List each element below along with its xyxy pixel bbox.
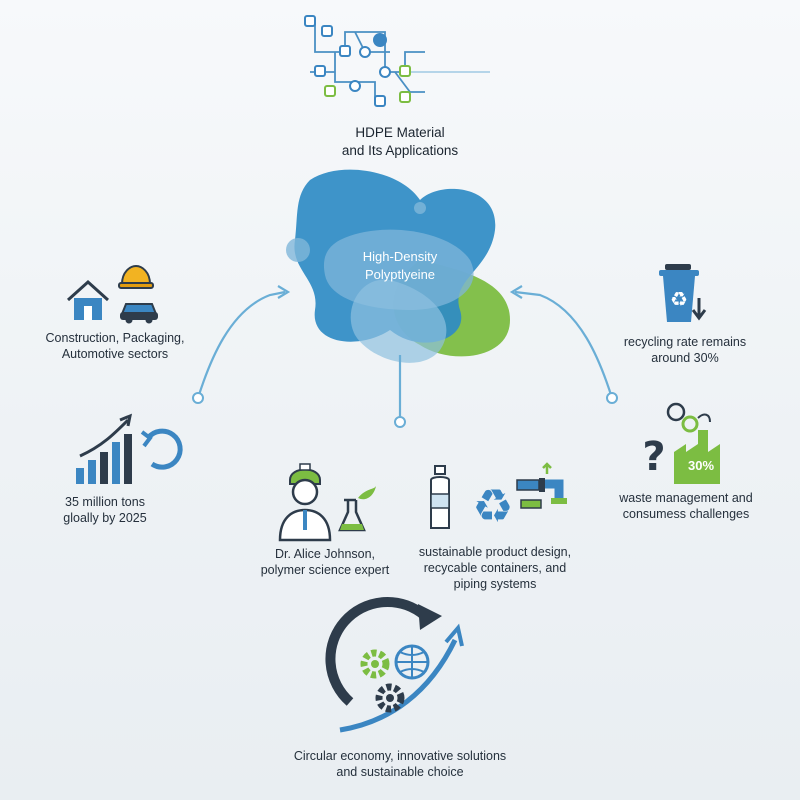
waste-label: waste management and consumess challenge…: [596, 490, 776, 522]
design-line-2: recycable containers, and: [423, 561, 567, 575]
waste-line-1: waste management and: [619, 491, 753, 505]
arrow-head-right: [509, 285, 523, 299]
design-line-3: piping systems: [453, 577, 537, 591]
connector-dot-center: [394, 416, 406, 428]
house-icon: [66, 279, 110, 320]
sectors-label: Construction, Packaging, Automotive sect…: [30, 330, 200, 362]
page-title: HDPE Material and Its Applications: [300, 124, 500, 160]
svg-text:♻: ♻: [472, 479, 513, 533]
center-blob: [286, 169, 510, 363]
growth-line-1: 35 million tons: [65, 495, 145, 509]
growth-label: 35 million tons gloally by 2025: [30, 494, 180, 526]
design-line-1: sustainable product design,: [418, 545, 572, 559]
growth-line-2: gloally by 2025: [63, 511, 147, 525]
waste-line-2: consumess challenges: [622, 507, 750, 521]
recycling-line-2: around 30%: [651, 351, 719, 365]
expert-line-1: Dr. Alice Johnson,: [274, 547, 376, 561]
bottle-icon: [430, 465, 450, 529]
recycling-line-1: recycling rate remains: [623, 335, 747, 349]
center-line-2: Polyptlyeine: [364, 267, 436, 282]
title-line-2: and Its Applications: [341, 143, 459, 158]
sectors-line-2: Automotive sectors: [61, 347, 169, 361]
recycle-icon: ♻: [472, 479, 513, 533]
factory-question-icon: ?: [642, 402, 720, 484]
expert-label: Dr. Alice Johnson, polymer science exper…: [250, 546, 400, 578]
waste-badge: 30%: [687, 458, 715, 473]
growth-chart-icon: [76, 413, 183, 484]
scientist-icon: [278, 463, 376, 542]
recycle-bin-icon: ♻: [659, 264, 707, 322]
arrow-head-left: [277, 285, 291, 299]
recycling-label: recycling rate remains around 30%: [605, 334, 765, 366]
center-label: High-Density Polyptlyeine: [330, 248, 470, 284]
svg-text:♻: ♻: [670, 287, 688, 311]
connector-left: [196, 290, 286, 399]
connector-dot-left: [192, 392, 204, 404]
design-label: sustainable product design, recycable co…: [410, 544, 580, 592]
circular-economy-icon: [325, 596, 464, 733]
expert-line-2: polymer science expert: [260, 563, 390, 577]
circular-line-1: Circular economy, innovative solutions: [293, 749, 507, 763]
circular-line-2: and sustainable choice: [336, 765, 464, 779]
center-line-1: High-Density: [362, 249, 438, 264]
network-circuit-icon: [304, 15, 490, 107]
pipe-icon: [516, 462, 567, 509]
circular-label: Circular economy, innovative solutions a…: [270, 748, 530, 780]
sectors-line-1: Construction, Packaging,: [45, 331, 185, 345]
connector-right: [514, 290, 614, 399]
svg-text:?: ?: [642, 434, 665, 480]
car-icon: [120, 303, 158, 324]
connector-dot-right: [606, 392, 618, 404]
title-line-1: HDPE Material: [355, 125, 445, 140]
hard-hat-icon: [118, 264, 154, 289]
